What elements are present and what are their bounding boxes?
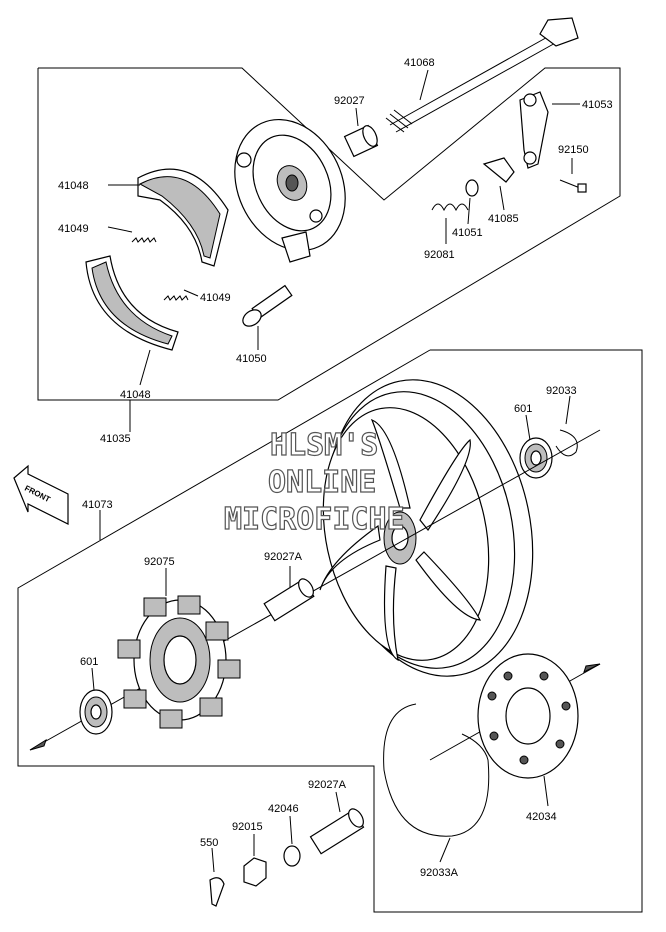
callout-41085: 41085 xyxy=(488,213,519,225)
callout-92150: 92150 xyxy=(558,144,589,156)
callout-92033A: 92033A xyxy=(420,867,459,879)
bearing-601-right xyxy=(519,437,553,479)
callout-41050: 41050 xyxy=(236,353,267,365)
callout-601-left: 601 xyxy=(80,656,98,668)
brake-panel xyxy=(234,118,346,263)
callout-41073: 41073 xyxy=(82,499,113,511)
callout-92033: 92033 xyxy=(546,385,577,397)
callout-41053: 41053 xyxy=(582,99,613,111)
spring-92081 xyxy=(431,203,469,212)
callout-92027A-bot: 92027A xyxy=(308,779,347,791)
callout-41048-top: 41048 xyxy=(58,180,89,192)
callout-92015: 92015 xyxy=(232,821,263,833)
wheel-group-outline xyxy=(17,349,643,913)
callout-42034: 42034 xyxy=(526,811,557,823)
nut-92015 xyxy=(243,857,267,887)
callout-601-right: 601 xyxy=(514,403,532,415)
hub-damper-92075 xyxy=(117,595,241,729)
front-arrow: FRONT xyxy=(13,464,69,525)
callout-92081: 92081 xyxy=(424,249,455,261)
spring-41049-lower xyxy=(163,295,189,301)
bolt-92150 xyxy=(559,179,587,193)
wheel-rim xyxy=(319,379,534,677)
watermark-line-1: HLSM'S xyxy=(270,428,378,463)
callout-92075: 92075 xyxy=(144,556,175,568)
callout-42046: 42046 xyxy=(268,803,299,815)
wear-indicator-41085 xyxy=(482,157,515,183)
callout-41049-top: 41049 xyxy=(58,223,89,235)
collar-92027A-bot xyxy=(309,808,365,855)
callout-41051: 41051 xyxy=(452,227,483,239)
spring-41049-upper xyxy=(131,237,157,243)
cotter-pin-550 xyxy=(209,877,225,907)
brake-shoe-upper xyxy=(137,168,229,267)
seal-41051 xyxy=(465,179,479,197)
sprocket-hub-42034 xyxy=(477,653,579,779)
washer-42046 xyxy=(283,845,301,867)
brake-shoe-lower xyxy=(85,255,179,351)
brake-group-outline xyxy=(37,67,621,401)
callout-550: 550 xyxy=(200,837,218,849)
callout-41035: 41035 xyxy=(100,433,131,445)
cam-shaft-41050 xyxy=(242,284,293,327)
callout-92027A-mid: 92027A xyxy=(264,551,303,563)
axle-41068 xyxy=(385,17,579,133)
watermark-line-3: MICROFICHE xyxy=(224,502,405,537)
circlip-92033A xyxy=(383,703,490,837)
bearing-601-left xyxy=(79,689,113,735)
collar-92027A-mid xyxy=(263,578,315,622)
callout-41068: 41068 xyxy=(404,57,435,69)
cam-lever-41053 xyxy=(519,91,549,169)
circlip-92033 xyxy=(555,429,578,457)
watermark-line-2: ONLINE xyxy=(268,465,376,500)
callout-41048-bot: 41048 xyxy=(120,389,151,401)
callout-92027: 92027 xyxy=(334,95,365,107)
collar-92027 xyxy=(343,124,379,158)
callout-41049-bot: 41049 xyxy=(200,292,231,304)
